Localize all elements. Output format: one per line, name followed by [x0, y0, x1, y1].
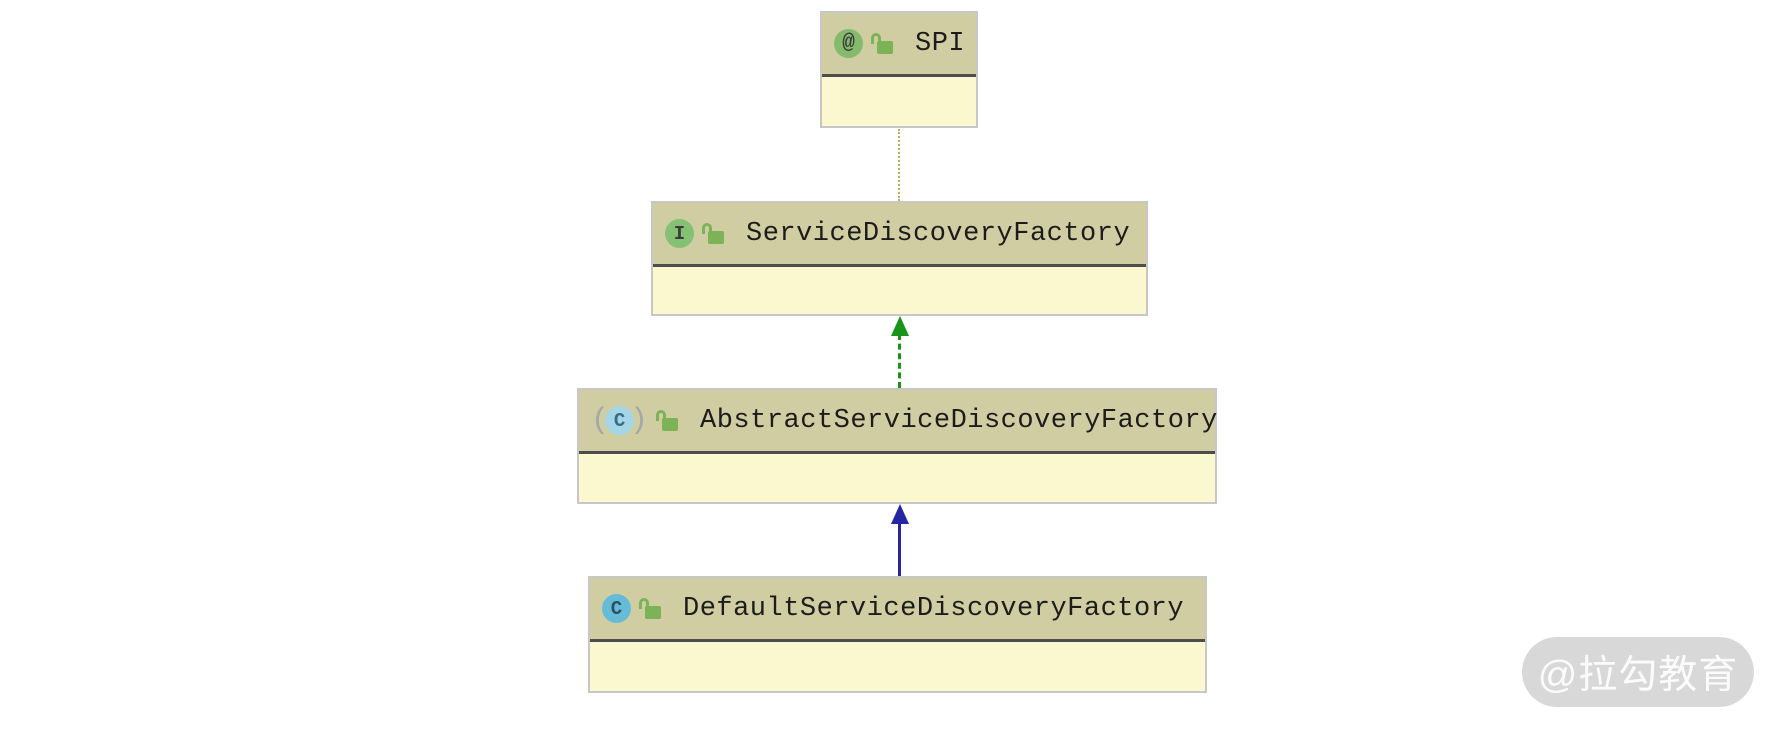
node-abstractservicediscoveryfactory-title: AbstractServiceDiscoveryFactory — [700, 405, 1218, 436]
watermark-text: @拉勾教育 — [1537, 654, 1739, 697]
abstract-class-icon: ( C ) — [591, 403, 649, 438]
annotation-icon: @ — [834, 29, 863, 58]
public-lock-icon — [871, 33, 893, 54]
node-separator — [822, 74, 976, 77]
node-abstractservicediscoveryfactory-header: ( C ) AbstractServiceDiscoveryFactory — [579, 390, 1218, 451]
extends-edge — [898, 522, 901, 576]
interface-icon: I — [665, 219, 694, 248]
implements-arrowhead-icon — [891, 316, 909, 336]
node-servicediscoveryfactory[interactable]: I ServiceDiscoveryFactory — [651, 201, 1148, 316]
node-separator — [653, 264, 1146, 267]
node-abstractservicediscoveryfactory[interactable]: ( C ) AbstractServiceDiscoveryFactory — [577, 388, 1217, 504]
node-defaultservicediscoveryfactory-header: C DefaultServiceDiscoveryFactory — [590, 578, 1205, 639]
watermark-badge: @拉勾教育 — [1522, 637, 1754, 707]
node-defaultservicediscoveryfactory-body — [590, 642, 1205, 691]
node-defaultservicediscoveryfactory[interactable]: C DefaultServiceDiscoveryFactory — [588, 576, 1207, 693]
node-spi-header: @ SPI — [822, 13, 976, 74]
node-servicediscoveryfactory-body — [653, 267, 1146, 314]
node-spi-body — [822, 77, 976, 126]
public-lock-icon — [702, 223, 724, 244]
implements-edge — [898, 334, 901, 388]
extends-arrowhead-icon — [891, 504, 909, 524]
node-spi-title: SPI — [915, 28, 966, 59]
public-lock-icon — [639, 598, 661, 619]
node-defaultservicediscoveryfactory-title: DefaultServiceDiscoveryFactory — [683, 593, 1185, 624]
node-servicediscoveryfactory-title: ServiceDiscoveryFactory — [746, 218, 1131, 249]
node-separator — [590, 639, 1205, 642]
node-spi[interactable]: @ SPI — [820, 11, 978, 128]
annotation-edge — [898, 129, 900, 201]
class-icon: C — [602, 594, 631, 623]
node-servicediscoveryfactory-header: I ServiceDiscoveryFactory — [653, 203, 1146, 264]
node-separator — [579, 451, 1215, 454]
public-lock-icon — [656, 410, 679, 431]
node-abstractservicediscoveryfactory-body — [579, 454, 1215, 502]
